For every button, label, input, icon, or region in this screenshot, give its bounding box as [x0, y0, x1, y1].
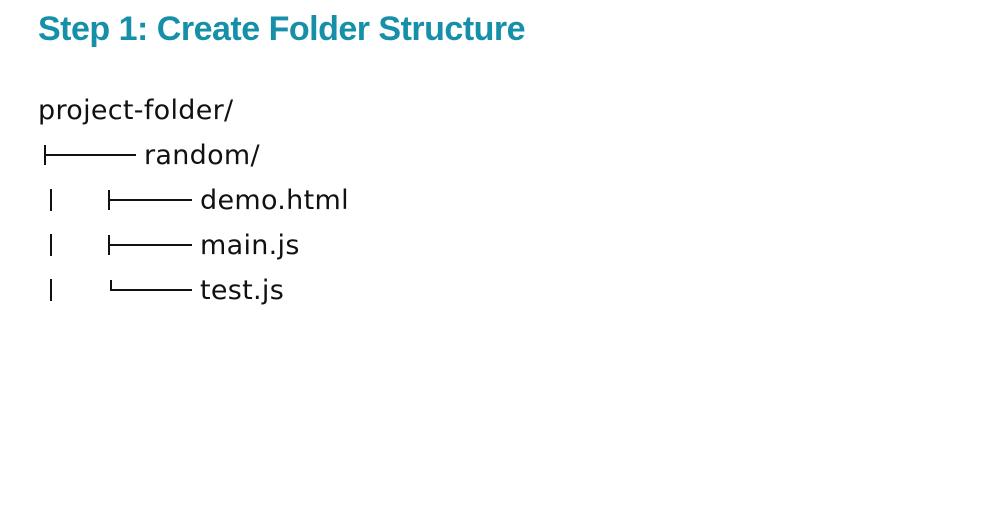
tree-root-label: project-folder/	[38, 94, 234, 126]
tree-folder-label: random/	[144, 139, 260, 171]
tree-file-label: main.js	[200, 229, 300, 261]
tree-file-label: demo.html	[200, 184, 349, 216]
branch-connector	[38, 180, 200, 220]
slide-title: Step 1: Create Folder Structure	[38, 10, 526, 48]
branch-connector	[38, 270, 200, 310]
tree-root: project-folder/	[38, 90, 233, 130]
branch-connector	[38, 225, 200, 265]
tree-folder-row: random/	[38, 135, 260, 175]
branch-connector	[38, 135, 144, 175]
tree-file-row: test.js	[38, 270, 284, 310]
tree-file-row: demo.html	[38, 180, 349, 220]
tree-file-row: main.js	[38, 225, 300, 265]
tree-file-label: test.js	[200, 274, 285, 306]
